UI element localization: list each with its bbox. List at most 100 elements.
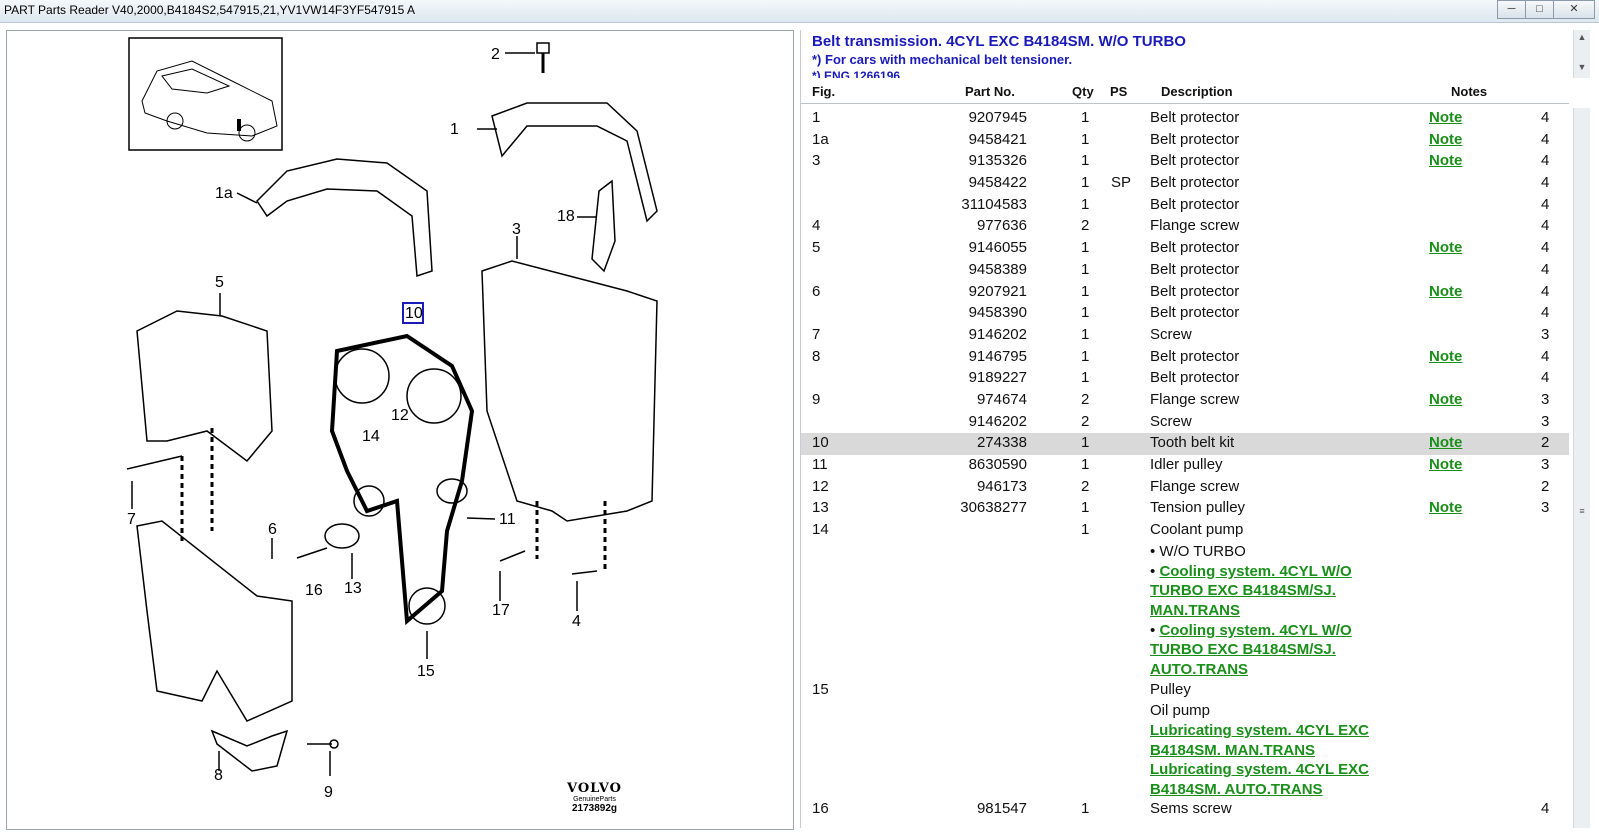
tension-pulley-13 bbox=[324, 523, 360, 549]
description-cell: Belt protector bbox=[1150, 347, 1240, 365]
callout-1[interactable]: 1 bbox=[450, 121, 459, 138]
part-number-cell: 31104583 bbox=[961, 195, 1027, 213]
table-header: Fig. Part No. Qty PS Description Notes bbox=[801, 82, 1569, 104]
col-ps[interactable]: PS bbox=[1110, 84, 1128, 99]
list-scrollbar[interactable]: ≡ bbox=[1573, 108, 1590, 828]
note-link[interactable]: Note bbox=[1429, 130, 1463, 148]
callout-17[interactable]: 17 bbox=[492, 602, 510, 619]
logo-brand: VOLVO bbox=[567, 781, 622, 796]
callout-7[interactable]: 7 bbox=[127, 511, 136, 528]
note-link[interactable]: Note bbox=[1429, 347, 1463, 365]
close-button[interactable]: ✕ bbox=[1553, 0, 1595, 19]
qty-cell: 1 bbox=[1081, 499, 1090, 517]
table-row[interactable]: 31104583 1 Belt protector 4 bbox=[801, 195, 1569, 217]
callout-8[interactable]: 8 bbox=[214, 767, 223, 784]
callout-15[interactable]: 15 bbox=[417, 663, 435, 680]
maximize-button[interactable]: □ bbox=[1525, 0, 1554, 19]
minimize-button[interactable]: ─ bbox=[1497, 0, 1526, 19]
callout-12[interactable]: 12 bbox=[391, 407, 409, 424]
description-cell: Belt protector bbox=[1150, 174, 1240, 192]
diagram-pane[interactable]: 2 1 1a 18 3 5 10 12 14 7 6 16 13 11 17 4… bbox=[6, 30, 794, 830]
belt-cover-1a bbox=[256, 158, 433, 278]
part-number-cell: 274338 bbox=[976, 434, 1027, 452]
part-number-cell: 9146202 bbox=[968, 412, 1027, 430]
description-cell: Belt protector bbox=[1150, 195, 1240, 213]
callout-2[interactable]: 2 bbox=[491, 46, 500, 63]
note-link[interactable]: Note bbox=[1429, 282, 1463, 300]
description-cell: Flange screw bbox=[1150, 390, 1240, 408]
timing-belt-and-gears bbox=[329, 333, 475, 626]
notes-count-cell: 3 bbox=[1541, 390, 1550, 408]
part-number-cell: 981547 bbox=[976, 800, 1027, 818]
idler-pulley-11 bbox=[436, 478, 468, 504]
callout-10[interactable]: 10 bbox=[405, 305, 423, 322]
callout-4[interactable]: 4 bbox=[572, 613, 581, 630]
bullet-mark: • bbox=[1150, 621, 1156, 639]
col-description[interactable]: Description bbox=[1161, 84, 1233, 99]
callout-3[interactable]: 3 bbox=[512, 221, 521, 238]
col-fig[interactable]: Fig. bbox=[812, 84, 836, 99]
callout-6[interactable]: 6 bbox=[268, 521, 277, 538]
scroll-grip-icon[interactable]: ≡ bbox=[1579, 506, 1585, 516]
callout-9[interactable]: 9 bbox=[324, 784, 333, 801]
section-header: Belt transmission. 4CYL EXC B4184SM. W/O… bbox=[801, 30, 1569, 80]
description-cell: Belt protector bbox=[1150, 304, 1240, 322]
volvo-logo: VOLVO GenuineParts 2173892g bbox=[567, 781, 622, 814]
link-cooling-auto[interactable]: Cooling system. 4CYL W/O TURBO EXC B4184… bbox=[1150, 621, 1352, 678]
link-lubricating-man[interactable]: Lubricating system. 4CYL EXC B4184SM. MA… bbox=[1150, 722, 1369, 760]
note-link[interactable]: Note bbox=[1429, 390, 1463, 408]
scroll-down-icon[interactable]: ▼ bbox=[1577, 62, 1587, 72]
notes-count-cell: 4 bbox=[1541, 174, 1550, 192]
col-notes[interactable]: Notes bbox=[1451, 84, 1488, 99]
note-link[interactable]: Note bbox=[1429, 152, 1463, 170]
header-scrollbar[interactable]: ▲ ▼ bbox=[1573, 30, 1590, 78]
callout-11[interactable]: 11 bbox=[499, 511, 516, 528]
description-cell: Pulley bbox=[1150, 680, 1191, 698]
col-part-no[interactable]: Part No. bbox=[965, 84, 1015, 99]
note-link[interactable]: Note bbox=[1429, 456, 1463, 473]
callout-18[interactable]: 18 bbox=[557, 208, 575, 225]
callout-1a[interactable]: 1a bbox=[215, 185, 233, 202]
callout-5[interactable]: 5 bbox=[215, 274, 224, 291]
note-link[interactable]: Note bbox=[1429, 499, 1463, 517]
notes-count-cell: 4 bbox=[1541, 800, 1550, 818]
note-link[interactable]: Note bbox=[1429, 239, 1463, 257]
bolt-2 bbox=[536, 42, 550, 73]
callout-16[interactable]: 16 bbox=[305, 582, 323, 599]
qty-cell: 1 bbox=[1081, 347, 1090, 365]
scroll-up-icon[interactable]: ▲ bbox=[1577, 32, 1587, 42]
fig-cell: 5 bbox=[812, 239, 821, 257]
qty-cell: 1 bbox=[1081, 195, 1090, 213]
notes-count-cell: 4 bbox=[1541, 109, 1550, 126]
part-number-cell: 9458421 bbox=[968, 130, 1027, 148]
link-cooling-man[interactable]: Cooling system. 4CYL W/O TURBO EXC B4184… bbox=[1150, 562, 1352, 619]
note-link[interactable]: Note bbox=[1429, 434, 1463, 452]
notes-count-cell: 4 bbox=[1541, 195, 1550, 213]
callout-13[interactable]: 13 bbox=[344, 580, 362, 597]
col-qty[interactable]: Qty bbox=[1072, 84, 1094, 99]
note-link[interactable]: Note bbox=[1429, 109, 1463, 126]
link-lubricating-auto[interactable]: Lubricating system. 4CYL EXC B4184SM. AU… bbox=[1150, 761, 1369, 799]
callout-14[interactable]: 14 bbox=[362, 428, 380, 445]
